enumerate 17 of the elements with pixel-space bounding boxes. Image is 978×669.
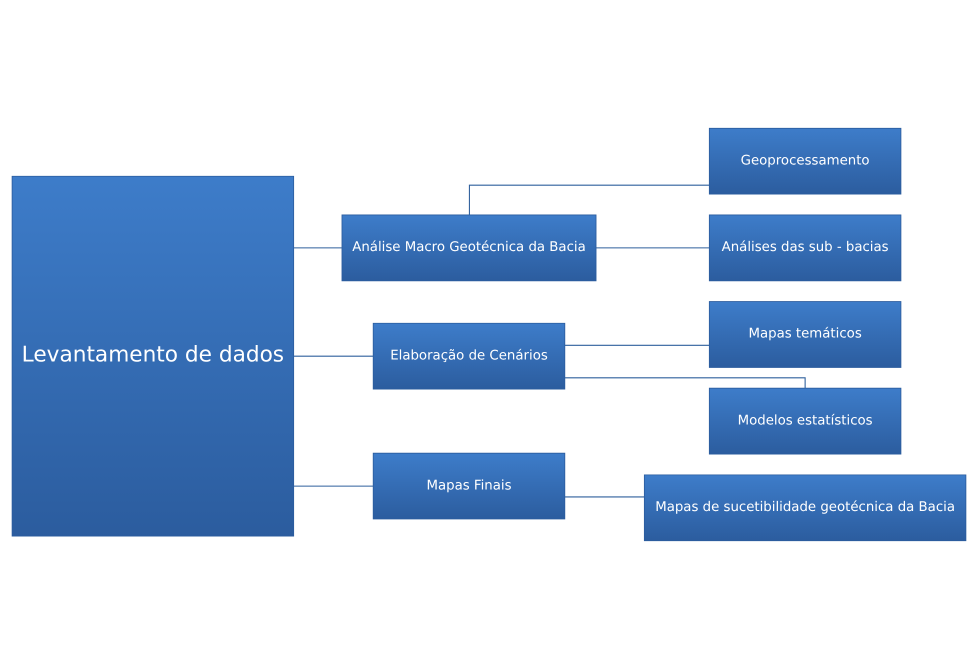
connector <box>564 344 710 346</box>
node-box: Elaboração de Cenários <box>372 322 566 390</box>
connector <box>294 356 374 357</box>
connector <box>564 377 806 388</box>
connector <box>596 247 710 248</box>
connector <box>564 496 644 498</box>
node-box: Levantamento de dados <box>12 176 294 536</box>
connector <box>294 247 342 248</box>
node-box: Mapas de sucetibilidade geotécnica da Bacia <box>644 474 966 542</box>
node-box: Análises das sub - bacias <box>708 214 902 282</box>
node-box: Geoprocessamento <box>708 128 902 195</box>
connector <box>468 184 710 215</box>
node-box: Modelos estatísticos <box>708 388 902 454</box>
node-box: Mapas Finais <box>372 452 566 520</box>
connector <box>294 486 374 487</box>
node-box: Análise Macro Geotécnica da Bacia <box>342 214 596 282</box>
node-box: Mapas temáticos <box>708 301 902 368</box>
